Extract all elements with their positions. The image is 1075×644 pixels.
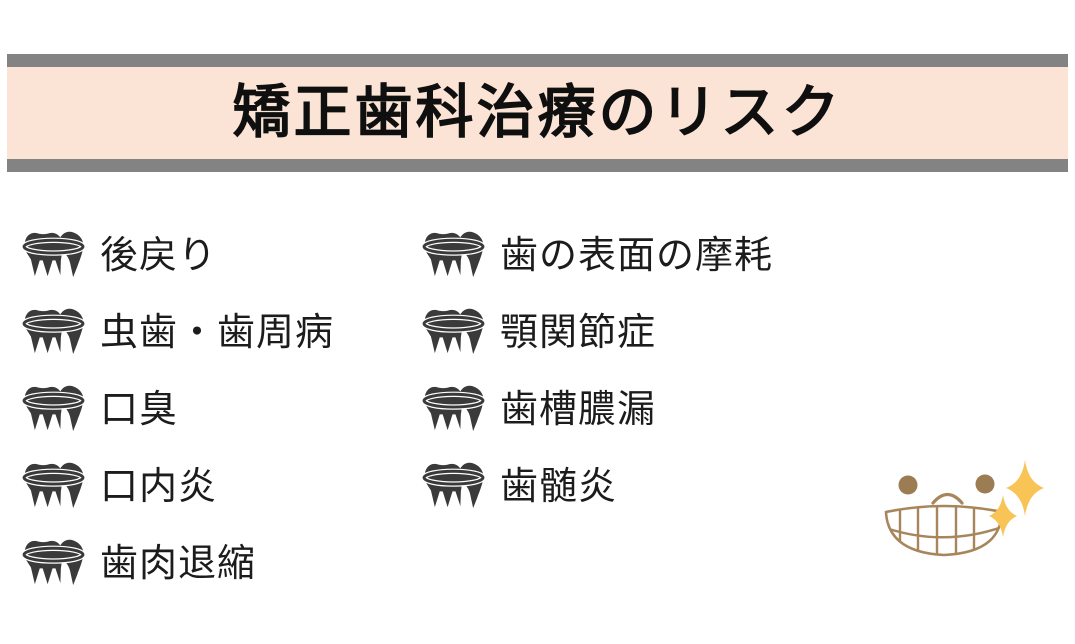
tooth-icon <box>422 305 485 360</box>
tooth-icon <box>22 305 85 360</box>
tooth-icon <box>22 382 85 437</box>
risk-list-left: 後戻り 虫歯・歯周病 口臭 口内炎 歯肉退縮 <box>22 228 334 591</box>
risk-label: 歯肉退縮 <box>100 542 257 585</box>
risk-label: 顎関節症 <box>500 311 657 354</box>
tooth-icon <box>22 536 85 591</box>
smiling-mouth-illustration <box>875 455 1060 610</box>
tooth-icon <box>22 459 85 514</box>
tooth-icon <box>422 228 485 283</box>
risk-label: 歯の表面の摩耗 <box>500 234 774 277</box>
risk-label: 歯髄炎 <box>500 465 618 508</box>
risk-item: 口臭 <box>22 382 334 437</box>
tooth-icon <box>22 228 85 283</box>
risk-item: 顎関節症 <box>422 305 773 360</box>
sparkle-icon-large <box>1006 460 1044 516</box>
risk-list-right: 歯の表面の摩耗 顎関節症 歯槽膿漏 歯髄炎 <box>422 228 773 514</box>
left-eye <box>898 475 918 495</box>
risk-label: 歯槽膿漏 <box>500 388 657 431</box>
tooth-icon <box>422 382 485 437</box>
risk-item: 歯槽膿漏 <box>422 382 773 437</box>
nose <box>931 492 964 505</box>
tooth-icon <box>422 459 485 514</box>
risk-item: 後戻り <box>22 228 334 283</box>
risk-item: 口内炎 <box>22 459 334 514</box>
risk-label: 虫歯・歯周病 <box>100 311 335 354</box>
right-eye <box>975 474 995 494</box>
risk-label: 後戻り <box>100 234 218 277</box>
risk-item: 歯髄炎 <box>422 459 773 514</box>
risk-item: 歯肉退縮 <box>22 536 334 591</box>
risk-label: 口内炎 <box>100 465 218 508</box>
risk-label: 口臭 <box>100 388 179 431</box>
title-banner: 矯正歯科治療のリスク <box>7 54 1068 172</box>
risk-item: 虫歯・歯周病 <box>22 305 334 360</box>
risk-item: 歯の表面の摩耗 <box>422 228 773 283</box>
sparkle-icon-small <box>989 495 1017 537</box>
page-title: 矯正歯科治療のリスク <box>232 80 843 145</box>
grin-mouth <box>884 504 1004 557</box>
